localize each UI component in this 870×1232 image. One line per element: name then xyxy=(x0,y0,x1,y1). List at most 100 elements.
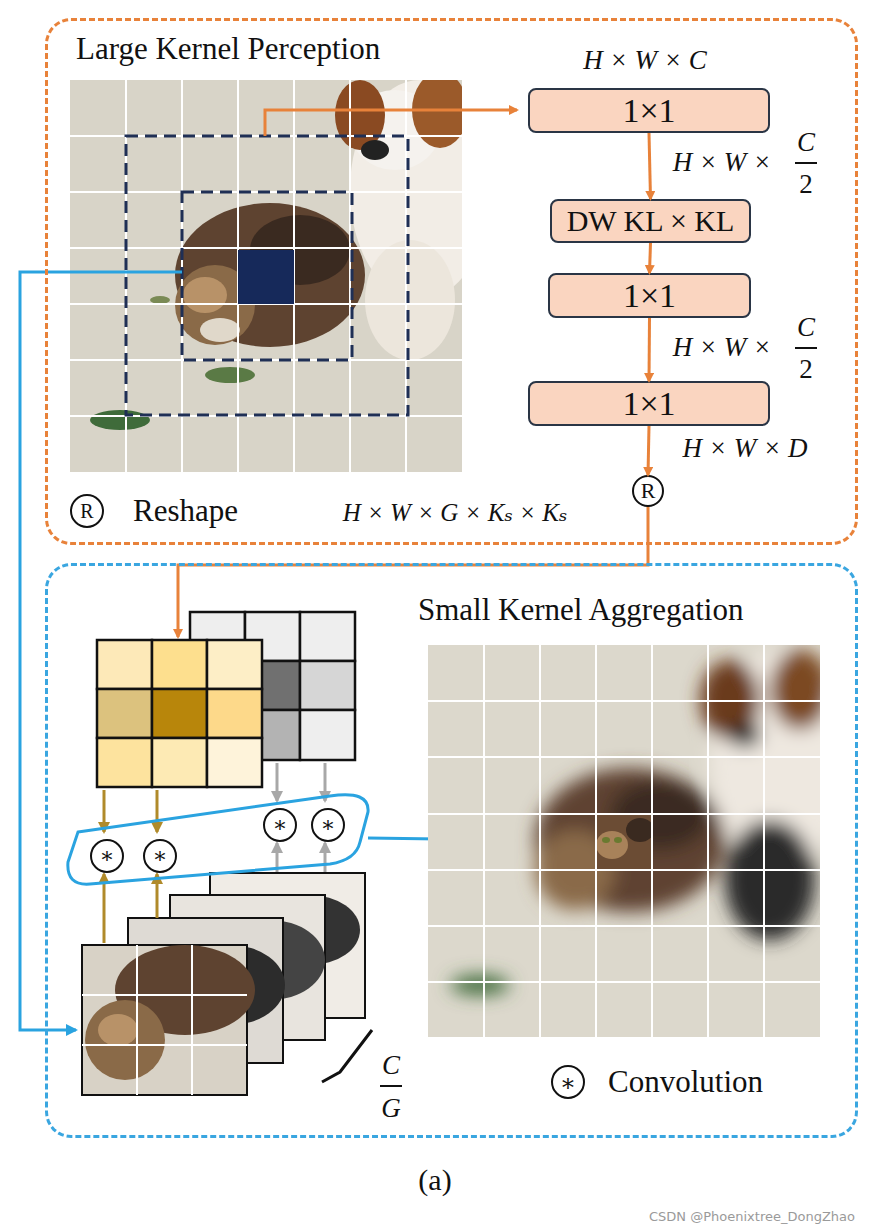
small-window xyxy=(182,192,352,360)
yellow-kernel-part xyxy=(207,689,262,738)
output-grid-part xyxy=(763,645,765,1037)
input-photo-part xyxy=(70,80,462,472)
grid-lines-part xyxy=(70,247,462,249)
input-photo-part xyxy=(183,277,227,313)
yellow-kernel-part xyxy=(152,640,207,689)
flow-arrow xyxy=(649,133,651,199)
output-grid-part xyxy=(428,700,820,702)
aggregation-panel: Small Kernel Aggregation∗∗∗∗ xyxy=(45,563,858,1138)
node-label: 1×1 xyxy=(623,277,676,315)
gray-kernel-part xyxy=(300,612,355,661)
conv-highlight xyxy=(68,795,368,884)
convolution-symbol xyxy=(552,1066,584,1098)
output-photo-part-part xyxy=(450,975,510,995)
fraction-denominator: 2 xyxy=(799,169,813,200)
sharp-patch-part xyxy=(614,837,622,843)
legend-text: Reshape xyxy=(133,493,238,529)
large-window xyxy=(126,136,408,415)
gray-kernel-part xyxy=(300,710,355,760)
input-arrow xyxy=(265,110,517,136)
input-photo-part xyxy=(205,367,255,383)
node-label: R xyxy=(641,478,656,504)
fraction-bars xyxy=(380,163,817,1086)
yellow-kernel-part xyxy=(97,689,152,738)
grid-lines xyxy=(70,80,462,472)
yellow-kernel-part xyxy=(207,738,262,787)
feature-stack-part xyxy=(85,1000,165,1080)
fraction-bars-part xyxy=(380,1085,402,1087)
dw-conv-box: DW KL × KL xyxy=(550,199,751,243)
yellow-kernel-part xyxy=(97,738,152,787)
output-grid-part xyxy=(428,981,820,983)
output-grid-part xyxy=(428,813,820,815)
input-photo-part xyxy=(335,80,385,150)
conv-node: ∗ xyxy=(311,808,345,842)
yellow-kernel xyxy=(97,640,262,787)
dimension-label: H × W × C xyxy=(583,45,706,76)
input-photo-part xyxy=(200,318,240,342)
sharp-patch xyxy=(597,815,652,870)
output-photo-part-part xyxy=(729,723,761,747)
output-photo xyxy=(428,645,820,1037)
conv-box: 1×1 xyxy=(528,381,770,426)
feature-stack-part xyxy=(322,1030,372,1082)
fraction-denominator: G xyxy=(381,1093,401,1124)
reshape-node: R xyxy=(632,475,664,507)
yellow-kernel-part xyxy=(152,738,207,787)
conv-box: 1×1 xyxy=(548,273,751,318)
legend-text: Convolution xyxy=(608,1064,763,1100)
watermark: CSDN @Phoenixtree_DongZhao xyxy=(649,1209,855,1224)
conv-arrows-part xyxy=(156,790,159,832)
input-photo-part xyxy=(365,240,455,360)
feature-stack-part xyxy=(82,945,247,1095)
yellow-kernel-part xyxy=(207,640,262,689)
query-pixel xyxy=(238,250,294,304)
panel-title: Large Kernel Perception xyxy=(76,31,380,67)
yellow-kernel-part xyxy=(152,689,207,738)
input-photo-part xyxy=(361,140,389,160)
output-grid-part xyxy=(428,756,820,758)
gray-kernel-part xyxy=(300,661,355,710)
output-grid-part xyxy=(428,925,820,927)
sharp-patch-part xyxy=(602,837,610,843)
dimension-label: H × W × G × Kₛ × Kₛ xyxy=(343,498,568,527)
output-grid-part xyxy=(595,645,597,1037)
node-label: 1×1 xyxy=(622,385,675,423)
input-photo-part xyxy=(150,296,170,304)
feature-stack-part-part xyxy=(82,1044,247,1046)
dimension-label: H × W × D xyxy=(683,433,808,464)
conv-arrows-part xyxy=(156,874,159,918)
output-photo-part-part xyxy=(770,650,820,730)
node-label: ∗ xyxy=(153,843,168,869)
output-grid-part xyxy=(428,869,820,871)
output-grid-part xyxy=(483,645,485,1037)
conv-arrows-part xyxy=(324,843,327,872)
perception-panel: Large Kernel Perception 1×1 DW KL × KL 1×1 1… xyxy=(45,18,858,545)
conv-arrows-part xyxy=(103,790,106,832)
node-label: ∗ xyxy=(273,812,288,838)
flow-arrow xyxy=(648,318,652,381)
yellow-kernel-part xyxy=(97,640,152,689)
reshape-symbol xyxy=(71,495,103,527)
output-photo-part-part xyxy=(725,820,815,940)
flow-arrow xyxy=(650,243,651,273)
feature-stack-part xyxy=(98,1014,138,1046)
feature-stack-part-part xyxy=(191,945,193,1095)
feature-stack-part-part xyxy=(82,994,247,996)
output-grid-part xyxy=(539,645,541,1037)
conv-node: ∗ xyxy=(90,839,124,873)
conv-arrows-part xyxy=(276,763,279,801)
input-photo-part xyxy=(412,80,462,148)
input-photo xyxy=(70,80,462,472)
output-grid-part xyxy=(707,645,709,1037)
conv-node: ∗ xyxy=(263,808,297,842)
output-photo-part-part xyxy=(535,768,725,912)
fraction-bars-part xyxy=(795,162,817,164)
node-label: ∗ xyxy=(100,843,115,869)
fraction-denominator: 2 xyxy=(799,354,813,385)
flow-arrow xyxy=(648,426,649,475)
fraction-bars-part xyxy=(795,347,817,349)
output-grid xyxy=(428,645,820,1037)
conv-box: 1×1 xyxy=(528,88,770,133)
conv-arrows xyxy=(104,763,325,943)
